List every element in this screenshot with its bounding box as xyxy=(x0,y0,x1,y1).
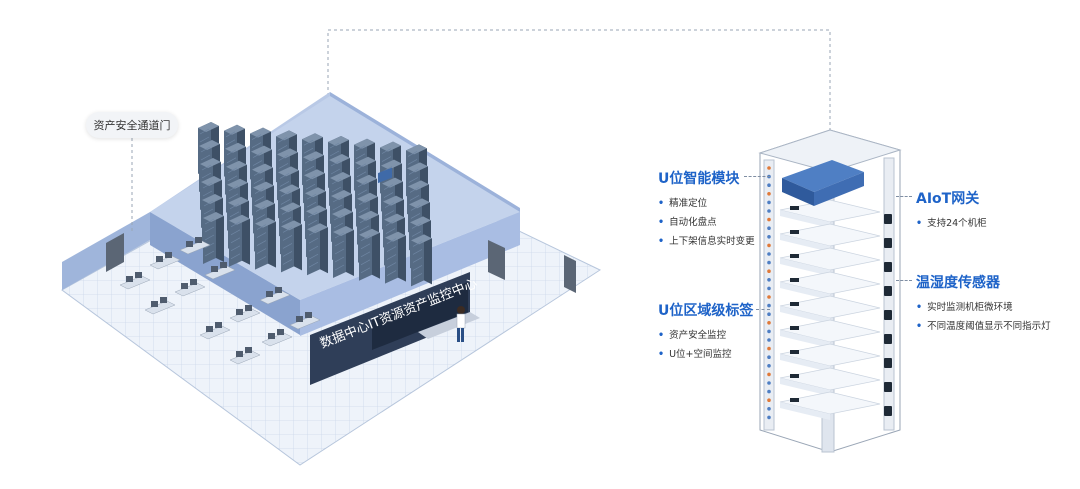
feature-item: 支持24个机柜 xyxy=(916,214,987,233)
door-label: 资产安全通道门 xyxy=(86,112,178,138)
feature-title: 温湿度传感器 xyxy=(916,275,1000,291)
feature-item: 精准定位 xyxy=(658,194,755,213)
server-room-right-wall xyxy=(300,212,520,336)
feature-title: U位区域级标签 xyxy=(658,303,754,319)
door-icon xyxy=(106,233,576,293)
feature-item: 不同温度阈值显示不同指示灯 xyxy=(916,317,1051,336)
callout-dash xyxy=(744,176,770,177)
workstation-area xyxy=(119,237,321,365)
callout-dash xyxy=(896,280,912,281)
feature-title: U位智能模块 xyxy=(658,171,740,187)
operator-icon xyxy=(456,306,466,342)
callout-dash xyxy=(756,309,770,310)
feature-item: 实时监测机柜微环境 xyxy=(916,298,1051,317)
feature-item: 资产安全监控 xyxy=(658,326,753,345)
feature-aiot-gateway: AIoT网关 支持24个机柜 xyxy=(916,188,987,233)
feature-item: 自动化盘点 xyxy=(658,213,755,232)
server-rack-icon xyxy=(198,122,432,287)
feature-u-zone-tag: U位区域级标签 资产安全监控 U位+空间监控 xyxy=(658,300,753,364)
callout-dash xyxy=(896,196,912,197)
aiot-gateway-device xyxy=(782,160,864,192)
feature-temp-humidity-sensor: 温湿度传感器 实时监测机柜微环境 不同温度阈值显示不同指示灯 xyxy=(916,272,1051,336)
feature-u-smart-module: U位智能模块 精准定位 自动化盘点 上下架信息实时变更 xyxy=(658,168,755,251)
feature-item: U位+空间监控 xyxy=(658,345,753,364)
dash-connector-icon xyxy=(327,29,831,150)
feature-title: AIoT网关 xyxy=(916,191,980,207)
display-panel xyxy=(372,282,468,350)
display-screens xyxy=(378,167,392,184)
feature-item: 上下架信息实时变更 xyxy=(658,232,755,251)
cabinet-illustration xyxy=(758,129,902,453)
